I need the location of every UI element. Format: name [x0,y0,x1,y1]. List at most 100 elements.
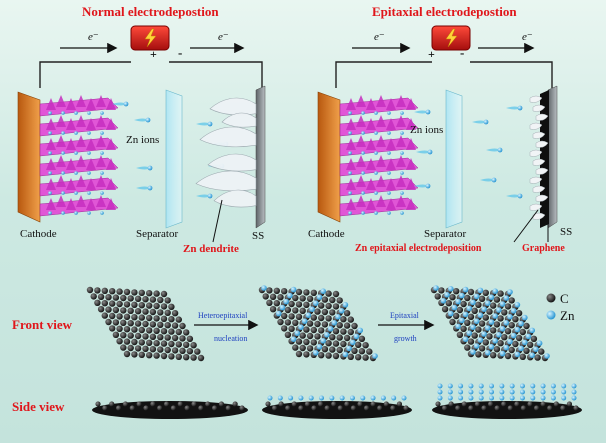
zinc-atom [283,298,290,305]
side-zinc-atom [530,395,536,401]
zn-ion-dot [374,211,378,215]
carbon-atom [332,290,340,298]
side-zinc-atom [540,383,546,389]
dendrite-branch [195,170,257,192]
carbon-atom [475,301,482,308]
carbon-atom [318,302,325,309]
zinc-atom [507,338,513,345]
carbon-atom [453,312,460,320]
carbon-atom [94,287,101,294]
layer-spike [76,175,86,187]
carbon-atom [497,290,504,297]
legend-c-label: C [560,291,569,306]
carbon-atom [134,345,142,352]
side-carbon-atom [547,405,553,411]
layer-spike [56,155,66,167]
side-zinc-atom [571,389,577,395]
layer-spike [86,158,96,170]
side-slab [92,401,248,419]
carbon-atom [306,320,314,327]
carbon-atom [347,316,354,323]
side-carbon-atom [350,405,357,411]
side-carbon-atom [129,405,135,411]
side-carbon-atom [403,405,409,411]
legend-carbon-icon [546,293,556,303]
carbon-atom [146,327,153,334]
zn-ion-dot [387,171,391,175]
side-zinc-atom [561,383,567,389]
carbon-atom [168,353,175,360]
carbon-atom [171,347,179,354]
carbon-atom [97,306,105,313]
layer-spike [346,158,356,170]
carbon-atom [490,352,497,359]
carbon-atom [471,307,478,314]
carbon-atom [142,296,149,303]
carbon-atom [366,348,373,355]
layer-spike [66,198,76,210]
carbon-atom [134,295,142,302]
carbon-atom [515,334,523,342]
side-zinc-atom [339,395,345,401]
layer-spike [406,158,416,170]
cathode-plate [317,91,341,223]
carbon-atom [138,326,145,334]
carbon-atom [160,328,168,335]
zn-ion-dot [100,131,104,135]
carbon-atom [153,302,160,310]
zinc-atom [485,350,491,356]
carbon-atom [482,289,489,296]
ion-trail [414,184,428,188]
zn-ion-dot [361,111,365,115]
carbon-atom [303,338,310,346]
zn-ion-dot [374,151,378,155]
side-carbon-atom [109,401,115,407]
side-zinc-atom [499,395,505,401]
layer-spike [76,95,86,107]
layer-spike [376,155,386,167]
layer-spike [366,138,376,150]
zinc-atom [459,292,465,299]
carbon-atom [490,302,497,309]
side-zinc-atom [550,389,556,395]
zinc-atom [462,311,469,318]
zinc-atom [372,353,378,359]
ion-trail [416,150,430,154]
layer-spike [66,118,76,130]
carbon-atom [269,306,277,313]
carbon-atom [453,288,460,295]
ion-trail [196,194,210,198]
layer-spike [366,178,376,190]
side-zinc-atom [478,383,484,389]
carbon-atom [171,322,179,329]
side-carbon-atom [357,401,363,407]
layer-spike [406,138,416,150]
side-zinc-atom [571,383,577,389]
layer-spike [356,115,366,127]
side-carbon-atom [205,401,211,407]
side-carbon-atom [520,405,527,411]
zinc-atom [440,298,447,304]
zn-epitaxial-deposit [532,212,546,220]
layer-spike [376,175,386,187]
side-carbon-atom [265,401,271,407]
zn-ion-dot [387,211,391,215]
layer-spike [356,135,366,147]
zinc-atom [507,314,513,320]
layer-spike [366,158,376,170]
graphene-layer [529,90,549,228]
carbon-atom [464,294,471,302]
side-carbon-atom [337,405,343,411]
carbon-atom [146,339,153,346]
zinc-atom [477,337,484,343]
zinc-atom [499,326,506,332]
carbon-atom [325,340,332,347]
side-carbon-atom [291,401,297,407]
zinc-atom [455,323,462,330]
carbon-atom [127,344,134,352]
zn-ion-dot [387,191,391,195]
cathode-label-1: Cathode [20,228,57,240]
carbon-atom [142,345,149,352]
zn-ion-dot [74,211,78,215]
